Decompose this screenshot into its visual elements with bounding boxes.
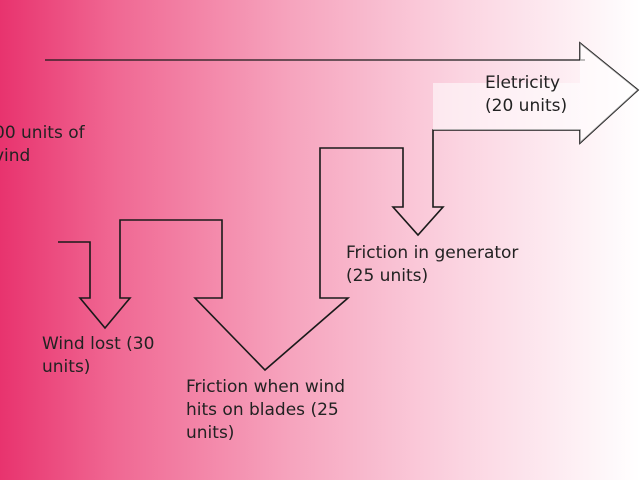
- wind-lost-label: Wind lost (30 units): [42, 333, 154, 379]
- wind-lost-label-line1: Wind lost (30: [42, 334, 155, 354]
- electricity-label-line2: (20 units): [485, 96, 568, 116]
- friction-blades-label: Friction when wind hits on blades (25 un…: [186, 376, 345, 445]
- electricity-label-line1: Eletricity: [485, 73, 561, 93]
- input-wind-label: 00 units of vind: [0, 122, 85, 168]
- electricity-label: Eletricity (20 units): [485, 72, 567, 118]
- friction-blades-label-line1: Friction when wind: [186, 377, 346, 397]
- friction-generator-label-line2: (25 units): [346, 266, 429, 286]
- friction-blades-label-line2: hits on blades (25: [186, 400, 339, 420]
- electricity-output-arrow: [433, 43, 638, 143]
- friction-blades-label-line3: units): [186, 423, 235, 443]
- friction-generator-label-line1: Friction in generator: [346, 243, 519, 263]
- input-wind-label-line1: 00 units of: [0, 123, 85, 143]
- input-wind-label-line2: vind: [0, 146, 31, 166]
- friction-generator-label: Friction in generator (25 units): [346, 242, 518, 288]
- wind-lost-label-line2: units): [42, 357, 91, 377]
